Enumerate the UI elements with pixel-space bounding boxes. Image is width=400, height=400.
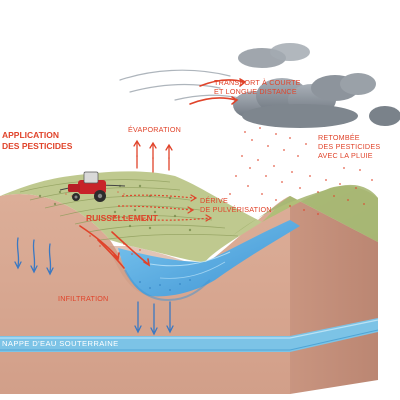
label-derive-line1: DÉRIVE	[200, 196, 228, 205]
label-groundwater: NAPPE D'EAU SOUTERRAINE	[2, 339, 119, 348]
label-evaporation: ÉVAPORATION	[128, 125, 182, 134]
groundwater-band	[0, 318, 378, 352]
wind-icon	[119, 69, 241, 101]
river-water	[118, 220, 300, 297]
rain-cloud-icon	[233, 43, 400, 128]
label-infiltration: INFILTRATION	[58, 294, 109, 303]
pesticide-rain	[229, 127, 373, 215]
label-application-line2: DES PESTICIDES	[2, 141, 73, 151]
tractor-sprayer-icon	[59, 171, 126, 202]
evaporation-arrows	[133, 139, 173, 173]
label-ruissellement: RUISSELLEMENT	[86, 213, 158, 223]
label-derive-line2: DE PULVÉRISATION	[200, 205, 272, 214]
label-retombee-line1: RETOMBÉE	[318, 133, 360, 142]
runoff-arrows	[79, 225, 151, 269]
drift-arrows	[109, 194, 211, 221]
label-application-line1: APPLICATION	[2, 130, 59, 140]
label-retombee-line2: DES PESTICIDES	[318, 142, 381, 151]
label-transport-line2: ET LONGUE DISTANCE	[214, 87, 297, 96]
transport-arrows	[189, 78, 247, 105]
infiltration-arrows	[14, 237, 174, 336]
label-transport-line1: TRANSPORT À COURTE	[214, 78, 301, 87]
label-retombee-line3: AVEC LA PLUIE	[318, 151, 373, 160]
